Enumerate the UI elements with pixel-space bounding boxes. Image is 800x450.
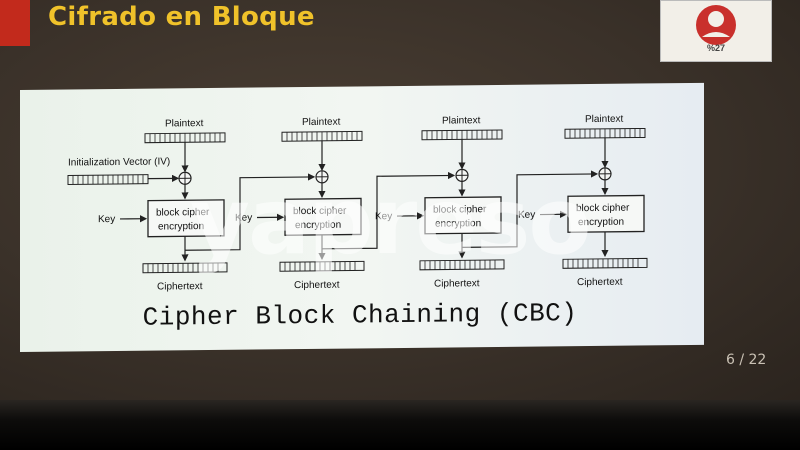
ciphertext-label-4: Ciphertext (577, 277, 623, 288)
ciphertext-label-2: Ciphertext (294, 280, 340, 291)
plaintext-label-1: Plaintext (165, 118, 204, 129)
cipher-label-b-4: encryption (578, 217, 624, 228)
cipher-label-a-3: block cipher (433, 204, 487, 216)
cipher-label-a-2: block cipher (293, 206, 347, 218)
key-label-2: Key (235, 213, 252, 224)
cipher-label-b-1: encryption (158, 221, 204, 232)
watermark: yapreso (190, 168, 592, 275)
logo-emblem-icon (696, 5, 736, 45)
cipher-label-b-3: encryption (435, 218, 481, 229)
chain-arrow-2 (322, 171, 456, 250)
cbc-diagram-panel: Initialization Vector (IV) Plaintext block… (20, 82, 704, 352)
key-label-4: Key (518, 210, 535, 221)
plaintext-label-4: Plaintext (585, 114, 624, 125)
chain-arrow-1 (185, 173, 316, 251)
cipher-label-a-1: block cipher (156, 207, 210, 219)
slide-title: Cifrado en Bloque (48, 2, 315, 32)
cipher-box-3 (424, 196, 502, 235)
plaintext-label-2: Plaintext (302, 117, 341, 128)
ciphertext-register-2 (279, 260, 365, 272)
ciphertext-label-1: Ciphertext (157, 281, 203, 292)
ciphertext-register-1 (142, 262, 228, 274)
key-label-3: Key (375, 211, 392, 222)
ciphertext-register-4 (562, 257, 648, 269)
institution-logo: %27 (660, 0, 772, 62)
chain-arrow-3 (462, 170, 599, 248)
iv-label: Initialization Vector (IV) (68, 156, 170, 168)
cipher-box-2 (284, 197, 362, 236)
cipher-box-1 (147, 199, 225, 238)
cipher-label-a-4: block cipher (576, 203, 630, 215)
cipher-box-4 (567, 194, 645, 233)
plaintext-label-3: Plaintext (442, 115, 481, 126)
cipher-label-b-2: encryption (295, 220, 341, 231)
screen-bottom-edge (0, 400, 800, 450)
slide-screen: Cifrado en Bloque %27 Initialization Vec… (0, 0, 800, 400)
title-accent-bar (0, 0, 30, 46)
ciphertext-label-3: Ciphertext (434, 278, 480, 289)
diagram-caption: Cipher Block Chaining (CBC) (142, 298, 578, 333)
key-label-1: Key (98, 214, 115, 225)
cbc-diagram: Initialization Vector (IV) Plaintext block… (67, 114, 648, 293)
page-counter: 6 / 22 (726, 352, 767, 368)
logo-text: %27 (706, 43, 725, 53)
ciphertext-register-3 (419, 259, 505, 271)
